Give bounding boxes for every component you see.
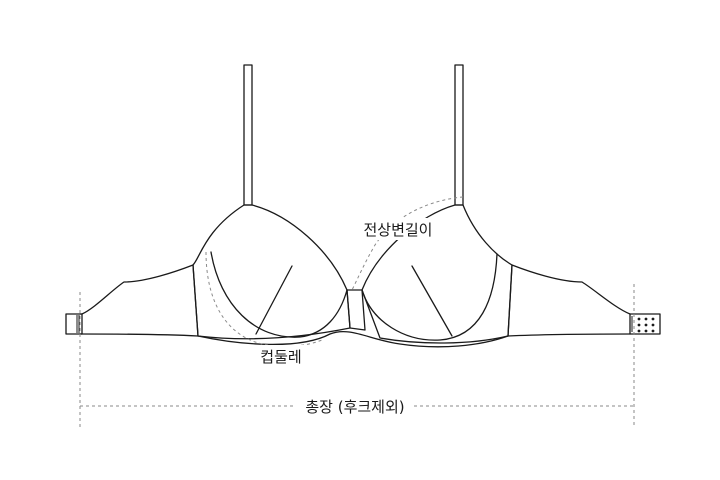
centre-gore [346, 289, 366, 331]
cup-circumference-label: 컵둘레 [260, 348, 301, 366]
right-underwire [361, 253, 498, 341]
left-hook-stitch [76, 315, 80, 333]
left-cup-dart [255, 265, 293, 335]
left-strap [243, 64, 253, 206]
neckline-edge-label: 전상변길이 [363, 221, 432, 239]
total-length-label: 총장 (후크제외) [305, 398, 404, 416]
right-cup-dart [411, 265, 453, 337]
right-hook-tab [629, 313, 661, 335]
right-strap [454, 64, 464, 206]
left-underwire [210, 251, 348, 338]
neckline-measure-line [351, 196, 464, 291]
left-cup [192, 204, 351, 340]
right-band [507, 264, 631, 337]
left-hook-tab [65, 313, 83, 335]
hook-eyes-icon [637, 317, 655, 333]
cup-measure-line [205, 251, 323, 347]
left-band [79, 264, 199, 337]
